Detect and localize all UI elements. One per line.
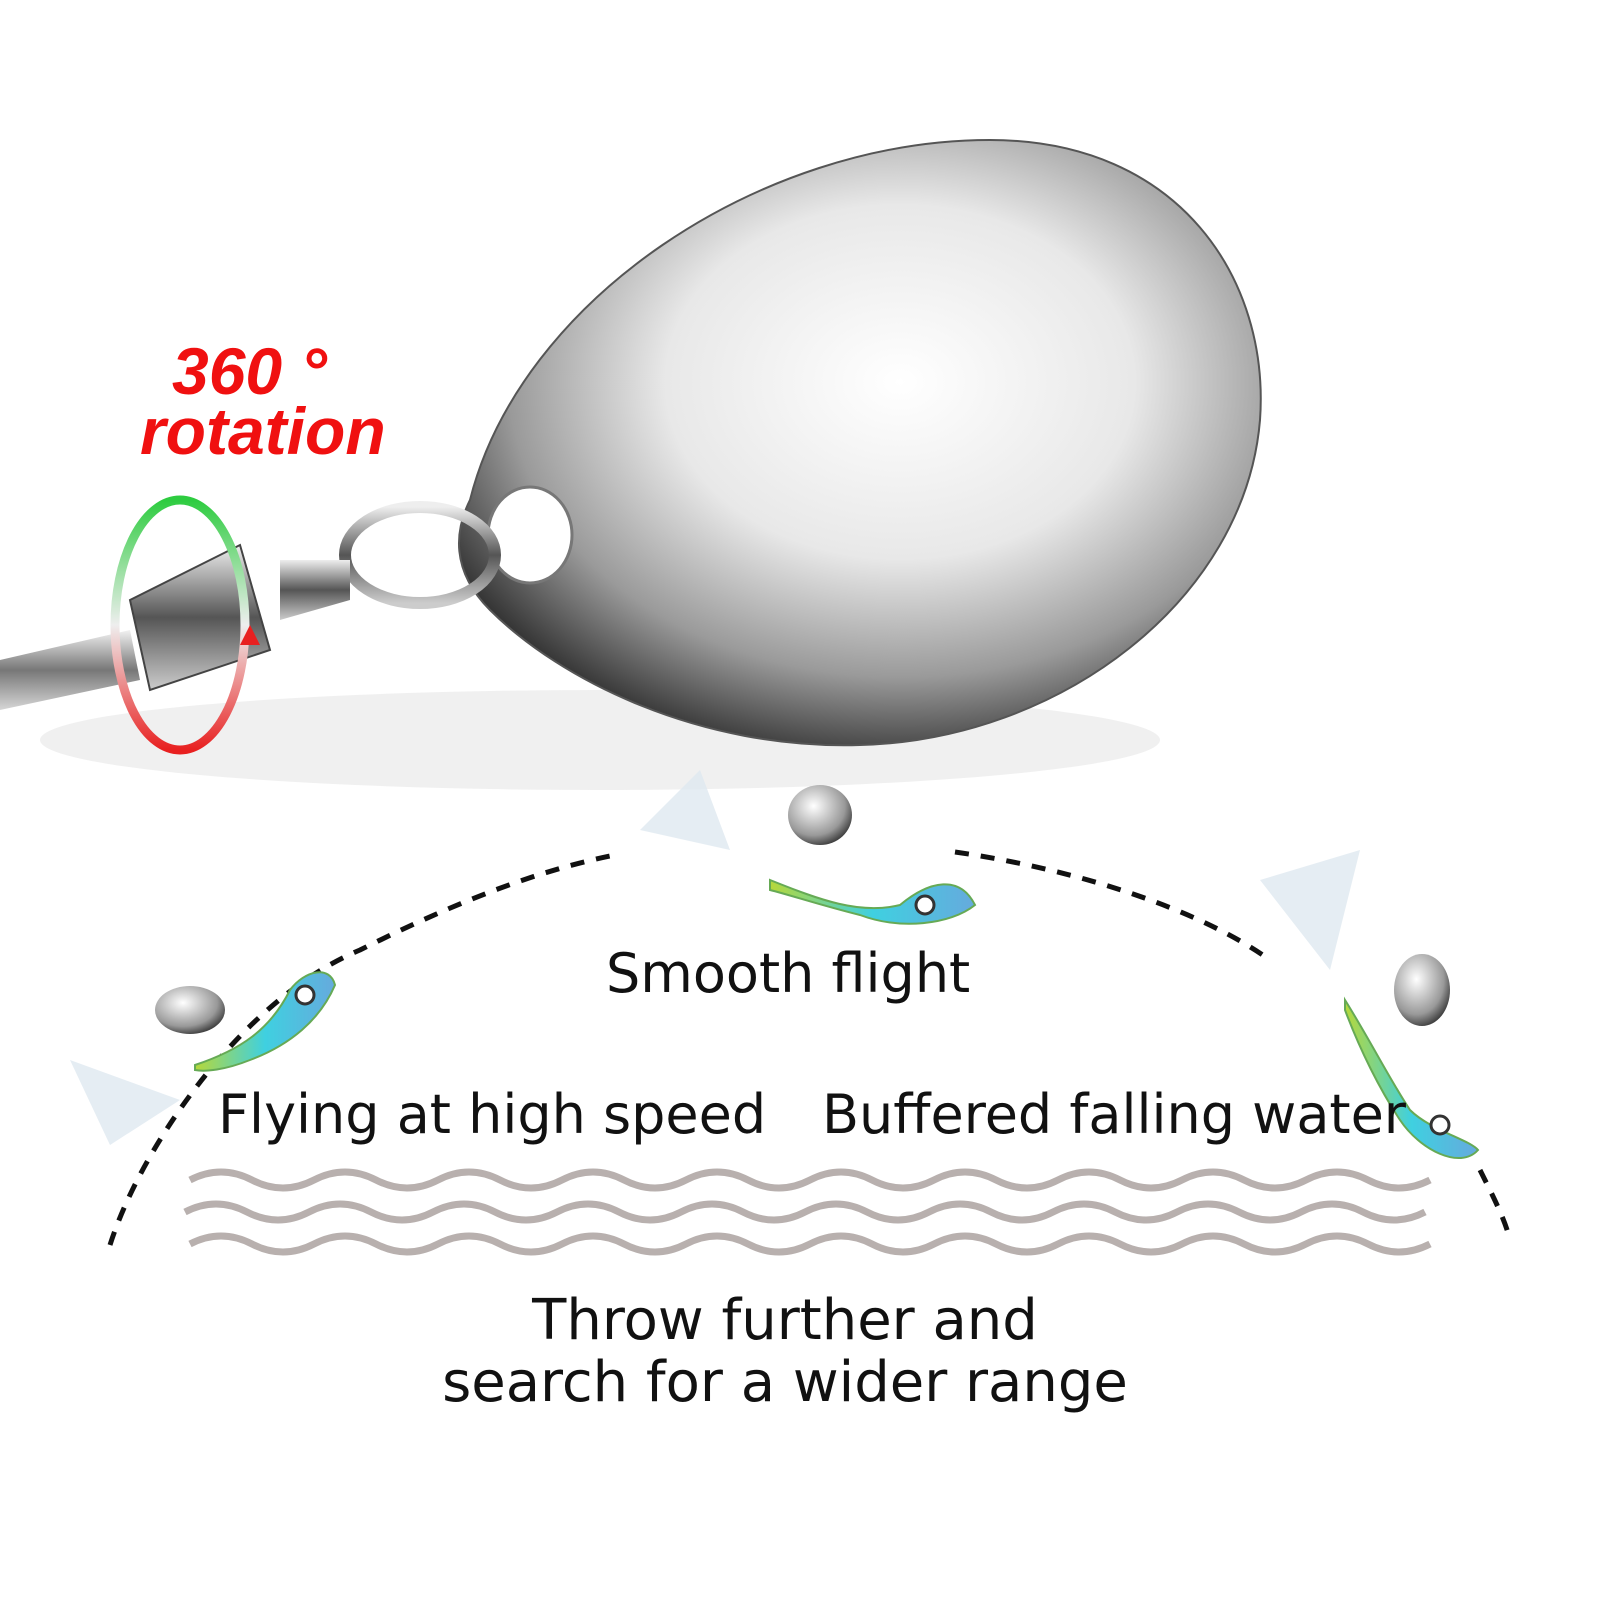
rotation-degree-text: 360 °: [172, 334, 327, 408]
water-waves: [183, 1168, 1432, 1256]
buffered-falling-label: Buffered falling water: [822, 1083, 1407, 1146]
lure-left: [70, 971, 337, 1145]
spinner-blade: [457, 138, 1262, 747]
rotation-arrow-icon: [110, 495, 250, 755]
swivel: [0, 501, 501, 710]
lure-right: [1260, 850, 1480, 1160]
trajectory-end: [1477, 1168, 1513, 1241]
flying-high-speed-label: Flying at high speed: [218, 1083, 767, 1146]
smooth-flight-label: Smooth flight: [606, 942, 971, 1005]
bottom-caption-line1: Throw further and: [532, 1288, 1038, 1353]
trajectory-left: [107, 852, 616, 1246]
bottom-caption-line2: search for a wider range: [442, 1350, 1128, 1415]
lure-top: [640, 770, 977, 925]
bottom-caption: Throw further and search for a wider ran…: [0, 1290, 1570, 1414]
trajectory-right: [954, 849, 1272, 963]
arrow-head-icon: [240, 625, 260, 645]
rotation-label-text: rotation: [140, 394, 386, 468]
